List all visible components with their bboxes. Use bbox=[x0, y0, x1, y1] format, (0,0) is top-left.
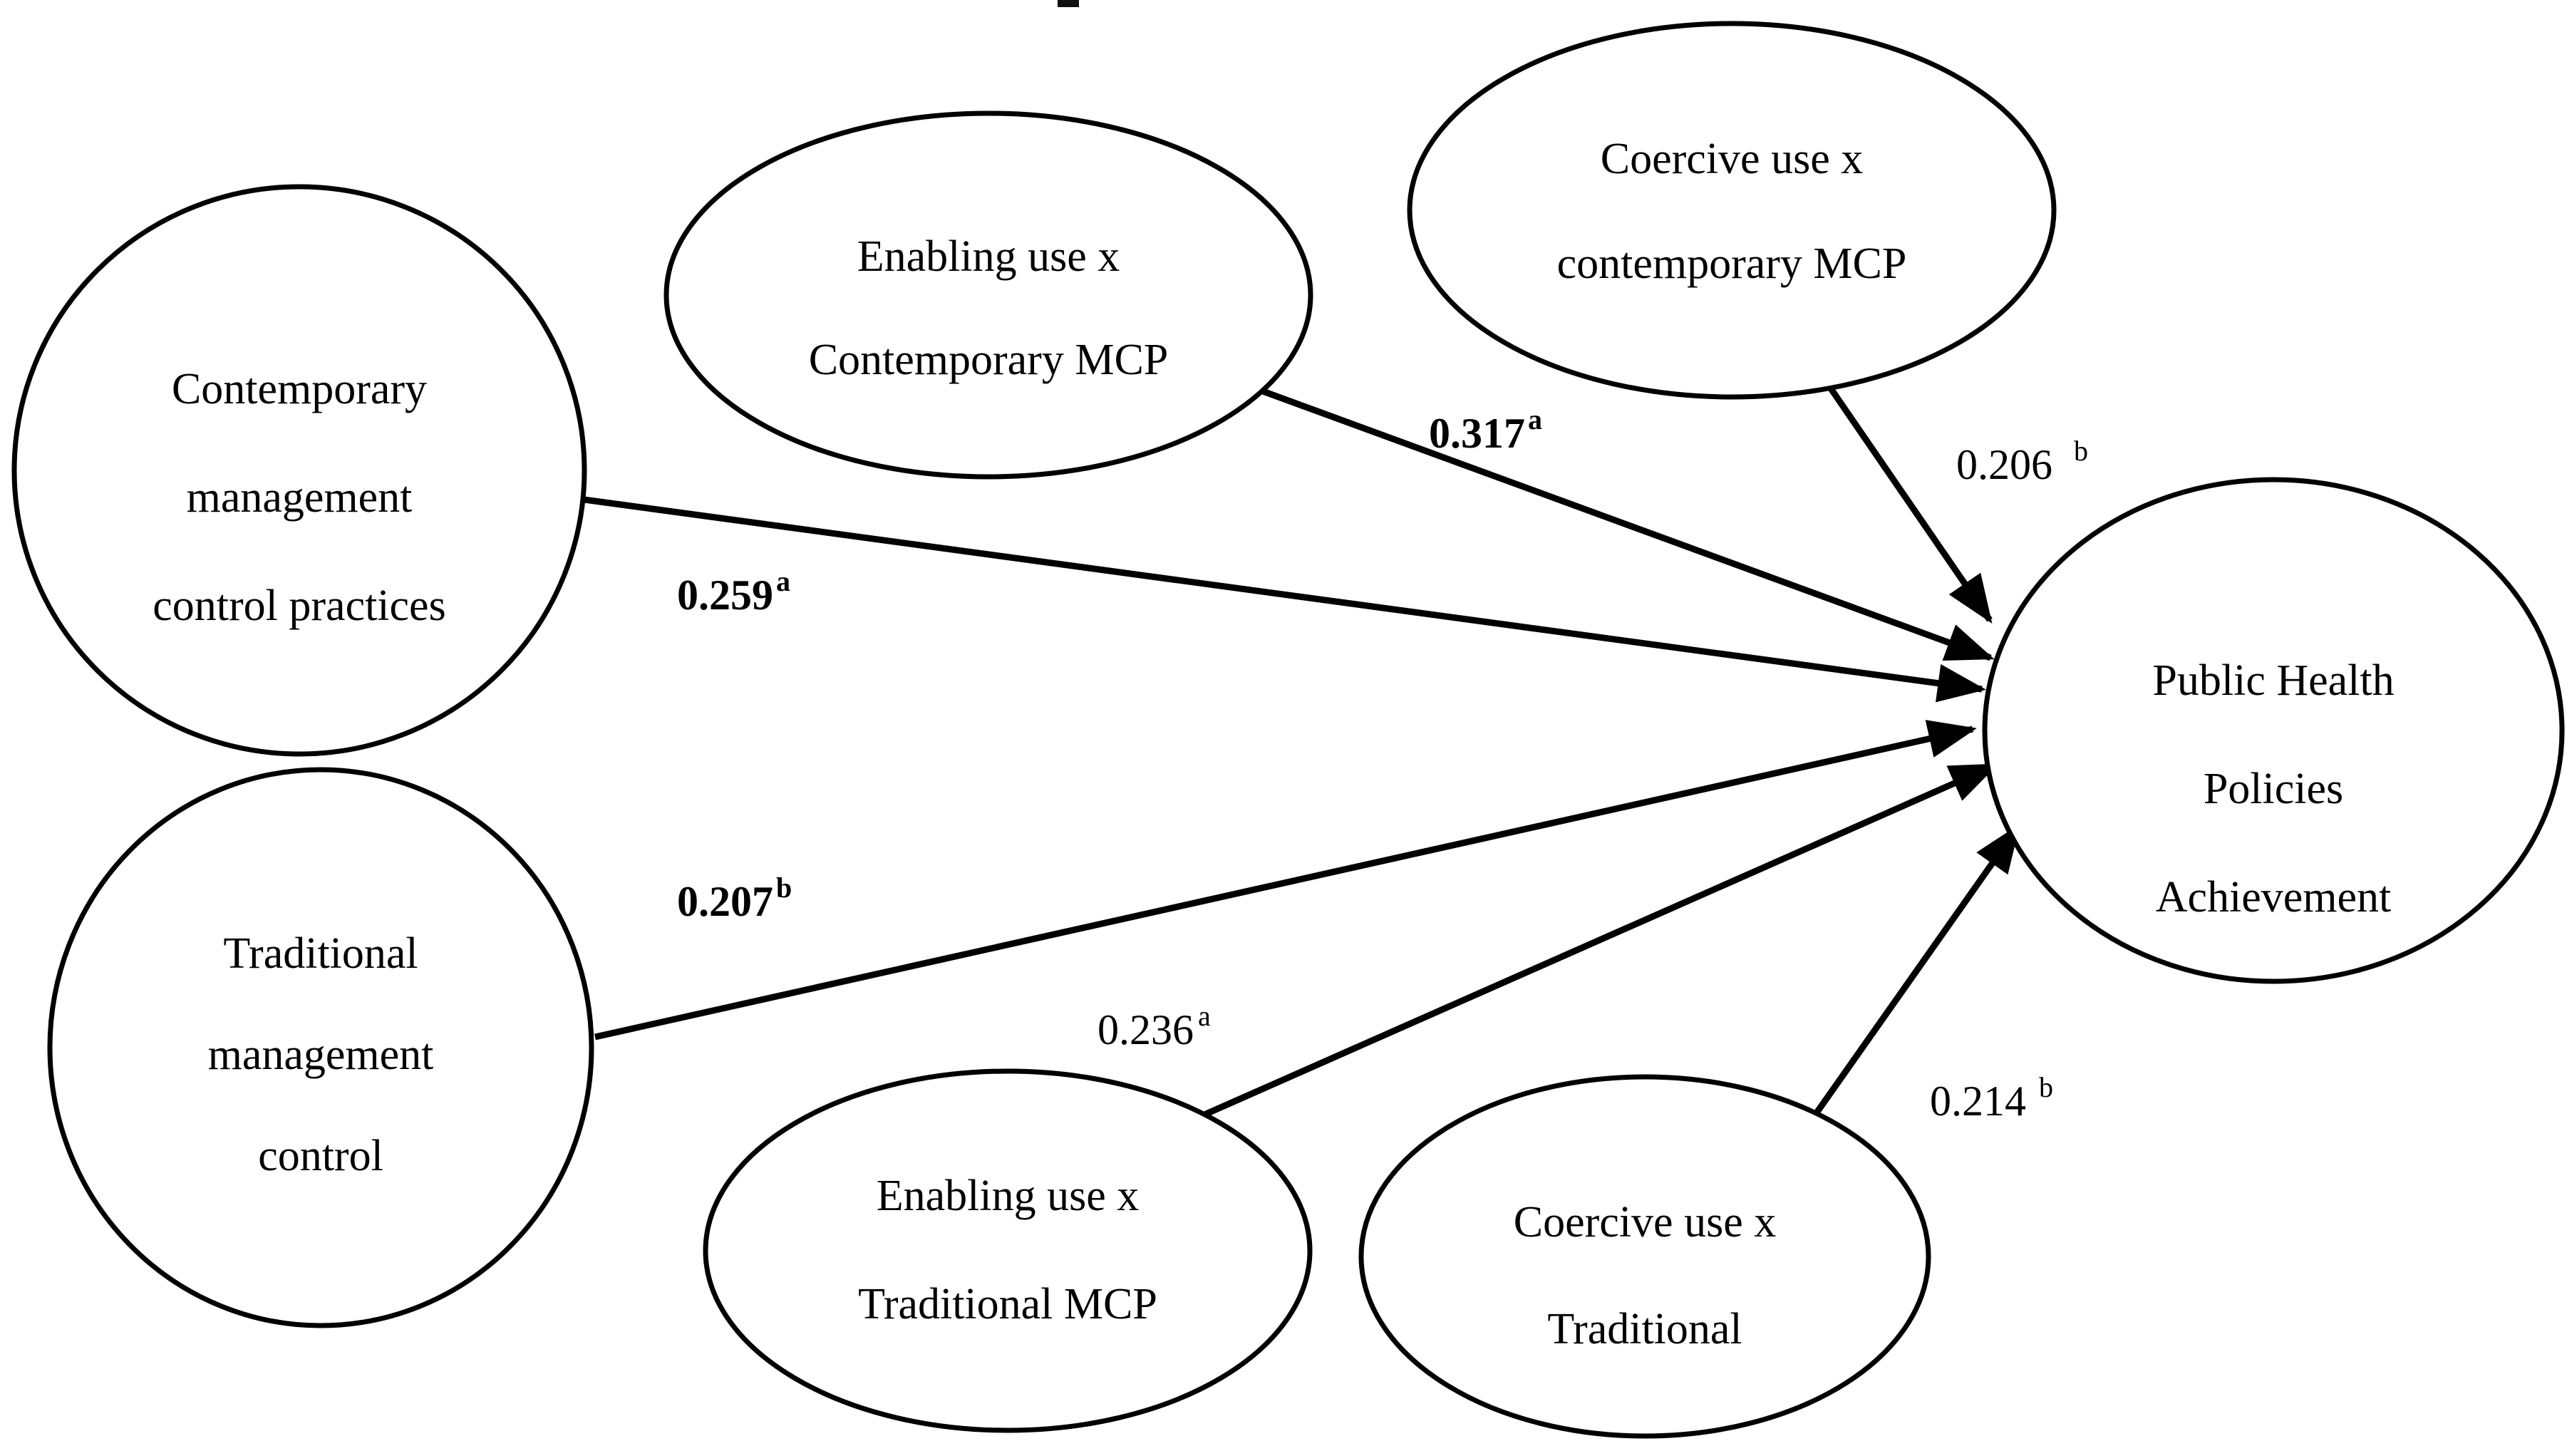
traditional-mc-label-line2: management bbox=[208, 1031, 434, 1079]
enabling-traditional-label-line2: Traditional MCP bbox=[858, 1280, 1157, 1328]
arrow-enabling-traditional-to-outcome bbox=[1203, 762, 1999, 1118]
traditional-mc-ellipse bbox=[47, 767, 594, 1328]
path-arrows bbox=[578, 379, 2020, 1118]
node-enabling-traditional: Enabling use x Traditional MCP bbox=[703, 1068, 1313, 1433]
enabling-contemporary-ellipse bbox=[663, 110, 1313, 480]
outcome-label-line1: Public Health bbox=[2152, 656, 2394, 705]
node-enabling-contemporary: Enabling use x Contemporary MCP bbox=[663, 110, 1313, 480]
node-coercive-traditional: Coercive use x Traditional bbox=[1358, 1074, 1931, 1439]
cropped-caption-artifact bbox=[1058, 0, 1079, 7]
traditional-mc-label-line1: Traditional bbox=[223, 929, 418, 978]
node-contemporary-mcp: Contemporary management control practice… bbox=[11, 184, 587, 757]
arrow-enabling-contemporary-to-outcome bbox=[1261, 388, 1995, 661]
outcome-label-line3: Achievement bbox=[2156, 873, 2392, 921]
contemporary-mcp-label-line2: management bbox=[187, 473, 413, 522]
arrow-contemporary-to-outcome bbox=[578, 495, 1986, 703]
contemporary-mcp-ellipse bbox=[11, 184, 587, 757]
node-traditional-mc: Traditional management control bbox=[47, 767, 594, 1328]
coercive-contemporary-label-line2: contemporary MCP bbox=[1557, 239, 1907, 288]
enabling-traditional-ellipse bbox=[703, 1068, 1313, 1433]
coercive-contemporary-label-line1: Coercive use x bbox=[1601, 135, 1863, 183]
node-coercive-contemporary: Coercive use x contemporary MCP bbox=[1407, 21, 2057, 400]
enabling-contemporary-label-line2: Contemporary MCP bbox=[809, 336, 1169, 384]
node-outcome: Public Health Policies Achievement bbox=[1982, 477, 2565, 984]
coercive-contemporary-ellipse bbox=[1407, 21, 2057, 400]
traditional-mc-label-line3: control bbox=[258, 1132, 383, 1180]
coercive-traditional-ellipse bbox=[1358, 1074, 1931, 1439]
contemporary-mcp-label-line1: Contemporary bbox=[172, 365, 427, 413]
arrow-coercive-contemporary-to-outcome bbox=[1823, 379, 1993, 624]
arrow-traditional-to-outcome bbox=[594, 720, 1977, 1041]
enabling-traditional-label-line1: Enabling use x bbox=[877, 1172, 1140, 1220]
outcome-label-line2: Policies bbox=[2204, 765, 2343, 813]
contemporary-mcp-label-line3: control practices bbox=[153, 582, 445, 630]
outcome-ellipse bbox=[1982, 477, 2565, 984]
enabling-contemporary-label-line1: Enabling use x bbox=[857, 232, 1120, 281]
arrow-coercive-traditional-to-outcome bbox=[1814, 824, 2020, 1114]
coercive-traditional-label-line2: Traditional bbox=[1547, 1305, 1742, 1353]
coercive-traditional-label-line1: Coercive use x bbox=[1514, 1198, 1776, 1246]
